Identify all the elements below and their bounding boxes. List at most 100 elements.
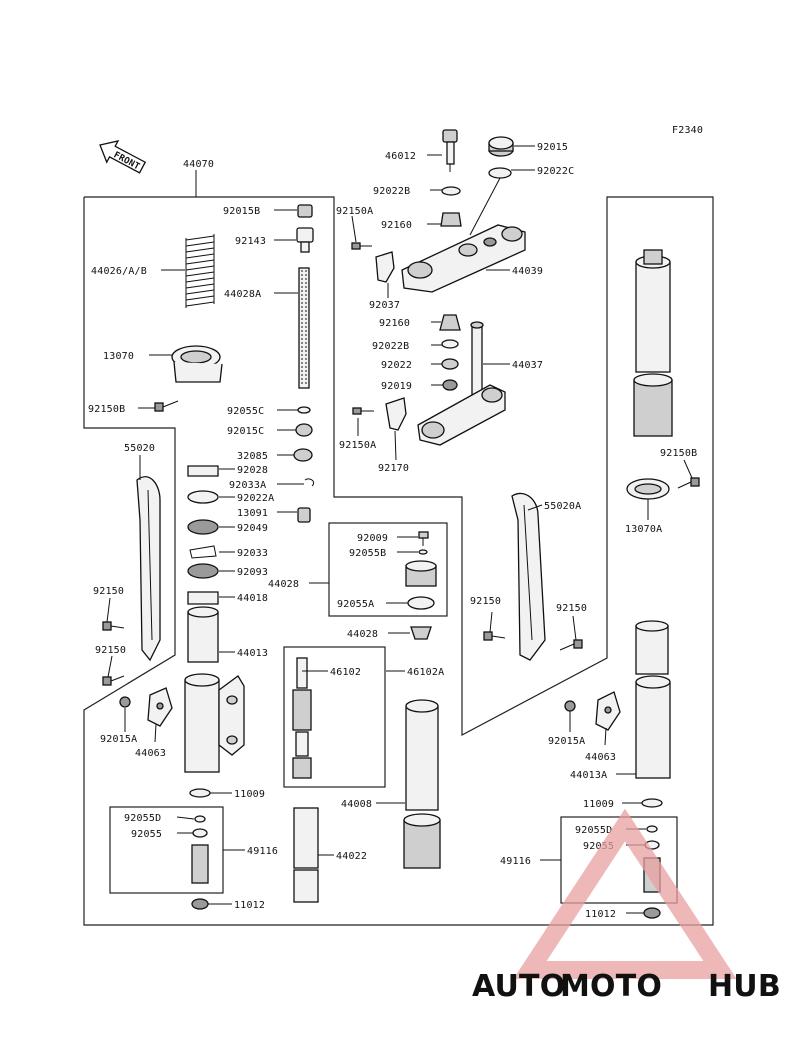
label-11012-right: 11012 — [585, 909, 616, 920]
label-11009-right: 11009 — [583, 799, 614, 810]
part-right-fork-upper — [633, 249, 673, 437]
leader-lines — [106, 145, 693, 914]
part-92093 — [187, 563, 219, 579]
part-92150a-a — [351, 242, 372, 250]
part-92150b-bolt-left — [154, 400, 179, 412]
part-92055a — [407, 596, 435, 610]
part-44013a-outer-tube — [635, 675, 671, 779]
label-92015c: 92015C — [227, 426, 264, 437]
label-92022b-b: 92022B — [372, 341, 409, 352]
watermark-logo: AUTO MOTO HUB — [472, 808, 781, 1004]
front-arrow-icon: FRONT — [99, 140, 147, 174]
label-92049: 92049 — [237, 523, 268, 534]
label-32085: 32085 — [237, 451, 268, 462]
label-46102a: 46102A — [407, 667, 444, 678]
part-92150a-b — [352, 407, 374, 415]
label-44028a: 44028A — [224, 289, 261, 300]
label-44037: 44037 — [512, 360, 543, 371]
label-92055b: 92055B — [349, 548, 386, 559]
label-11012-left: 11012 — [234, 900, 265, 911]
part-44063-clamp-left — [147, 687, 173, 727]
label-44063-right: 44063 — [585, 752, 616, 763]
label-44028-b: 44028 — [347, 629, 378, 640]
label-44063-left: 44063 — [135, 748, 166, 759]
label-13070: 13070 — [103, 351, 134, 362]
part-92009 — [418, 531, 429, 546]
part-92033 — [189, 545, 217, 559]
label-92150-r2: 92150 — [556, 603, 587, 614]
label-92150b-left: 92150B — [88, 404, 125, 415]
label-92143: 92143 — [235, 236, 266, 247]
label-92015: 92015 — [537, 142, 568, 153]
part-92055c — [297, 406, 311, 414]
part-92022b-a — [441, 186, 461, 196]
part-44028-b — [410, 626, 432, 640]
label-92015b-top: 92015B — [223, 206, 260, 217]
part-92015a-nut-right — [564, 700, 576, 712]
label-44028: 44028 — [268, 579, 299, 590]
label-92033a: 92033A — [229, 480, 266, 491]
label-92019: 92019 — [381, 381, 412, 392]
label-92037: 92037 — [369, 300, 400, 311]
part-49116-valve-left — [191, 844, 209, 884]
part-92037 — [375, 251, 395, 283]
part-11009-left — [189, 788, 211, 798]
label-92015a-left: 92015A — [100, 734, 137, 745]
label-92055a: 92055A — [337, 599, 374, 610]
label-11009-left: 11009 — [234, 789, 265, 800]
part-92150-bolt-l1 — [102, 621, 125, 631]
part-11009-right — [641, 798, 663, 808]
part-92055d-left — [194, 815, 206, 823]
part-92028 — [187, 465, 219, 477]
label-92150b-right: 92150B — [660, 448, 697, 459]
part-92055d-right — [646, 825, 658, 833]
part-44039-upper-clamp — [401, 224, 526, 293]
label-44039: 44039 — [512, 266, 543, 277]
label-92015a-right: 92015A — [548, 736, 585, 747]
label-92055-left: 92055 — [131, 829, 162, 840]
part-44028-cap — [405, 560, 437, 587]
watermark-part2: MOTO — [560, 969, 662, 1004]
figure-code: F2340 — [672, 125, 703, 136]
part-92143 — [296, 227, 314, 253]
label-92022c: 92022C — [537, 166, 574, 177]
part-44028a-rod — [298, 267, 310, 389]
part-44063-clamp-right — [595, 691, 621, 731]
label-92055c: 92055C — [227, 406, 264, 417]
label-13070a: 13070A — [625, 524, 662, 535]
part-92160-b — [439, 314, 461, 331]
label-92022a: 92022A — [237, 493, 274, 504]
part-92033a — [304, 478, 315, 487]
label-55020a: 55020A — [544, 501, 581, 512]
part-46102-rod — [292, 657, 312, 779]
part-55020-guard-left — [136, 476, 161, 662]
label-92150a-b: 92150A — [339, 440, 376, 451]
label-92160-a: 92160 — [381, 220, 412, 231]
part-right-inner-tube — [635, 620, 669, 675]
part-13070a-clamp — [626, 478, 670, 500]
label-92093: 92093 — [237, 567, 268, 578]
part-13091 — [297, 507, 311, 523]
part-left-outer-tube — [184, 673, 245, 773]
label-13091: 13091 — [237, 508, 268, 519]
part-92150-bolt-l2 — [102, 675, 125, 686]
part-44018 — [187, 591, 219, 605]
label-92009: 92009 — [357, 533, 388, 544]
callout-labels: 44070 46012 92015 92022C 92015B 92022B 9… — [88, 142, 697, 920]
part-92049 — [187, 519, 219, 535]
part-92022c — [488, 167, 512, 179]
watermark-part1: AUTO — [472, 969, 565, 1004]
box-46102a — [283, 646, 386, 788]
label-44018: 44018 — [237, 593, 268, 604]
part-44037-lower-clamp — [417, 321, 506, 446]
part-92150-bolt-r2 — [559, 639, 583, 651]
label-92055d-right: 92055D — [575, 825, 612, 836]
part-11012-left — [191, 898, 209, 910]
part-46012 — [442, 129, 458, 172]
part-92015b-top — [297, 204, 313, 218]
label-92150a-a: 92150A — [336, 206, 373, 217]
part-92055-left — [192, 828, 208, 838]
label-44008: 44008 — [341, 799, 372, 810]
part-92160-a — [440, 212, 462, 227]
